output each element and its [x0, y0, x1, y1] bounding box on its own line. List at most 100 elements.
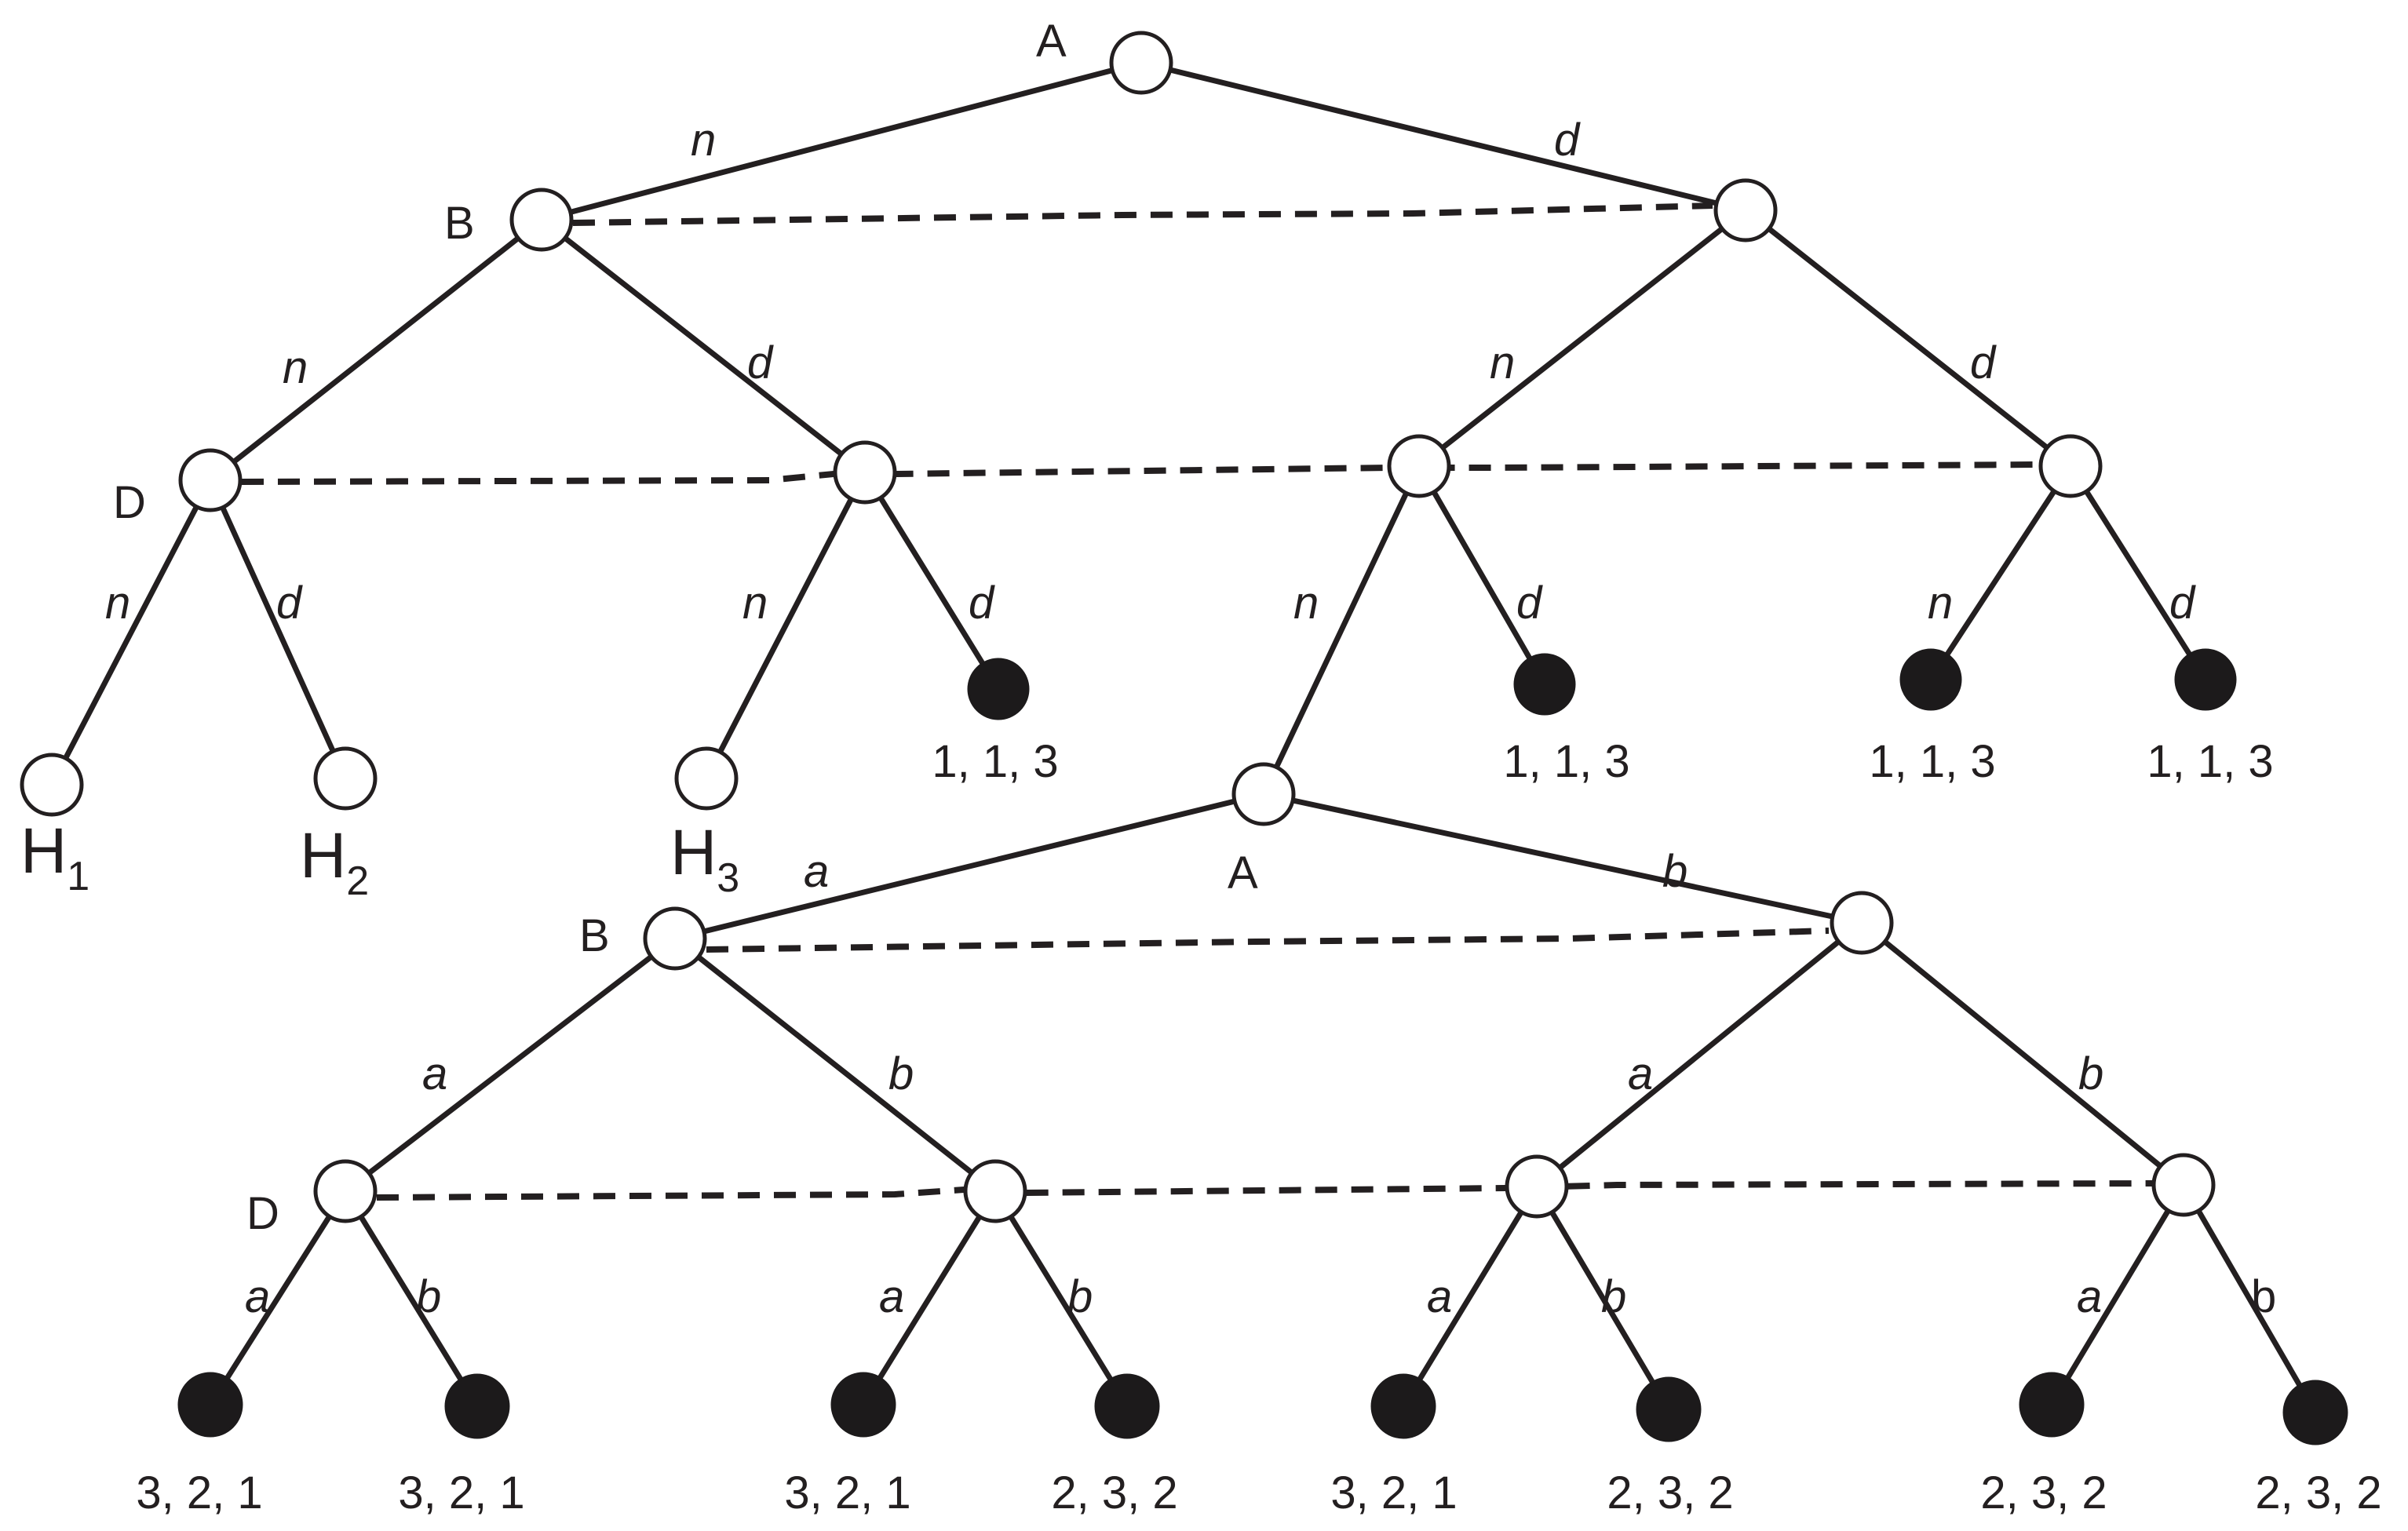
sub-edge-Bright-D3	[1534, 920, 1865, 1190]
top-game-edges	[49, 60, 2209, 797]
sub-edge-D3-t6	[1534, 1183, 1672, 1413]
sub-terminal-node-2	[444, 1373, 510, 1439]
payoff-label: 1, 1, 3	[932, 736, 1058, 787]
sub-player-label-A: A	[1228, 848, 1258, 899]
sub-terminal-node-3	[830, 1372, 896, 1438]
sub-edge-D4-t8	[2180, 1182, 2319, 1416]
edge-D-H1	[49, 477, 213, 788]
move-label-d: d	[1554, 115, 1581, 166]
top-game-player-labels: A B D	[113, 16, 1067, 528]
sub-edge-D2-t4	[992, 1188, 1130, 1409]
node-D-3	[1387, 434, 1451, 498]
sub-edge-D4-t7	[2049, 1182, 2187, 1408]
edge-B-D2	[538, 217, 868, 476]
sub-move-label-b: b	[416, 1271, 441, 1322]
sub-payoff-label: 3, 2, 1	[136, 1467, 262, 1518]
sub-edge-Bright-D4	[1859, 920, 2187, 1188]
player-label-A: A	[1036, 16, 1067, 67]
sub-payoff-label: 3, 2, 1	[784, 1467, 910, 1518]
top-game-move-labels: n d n d n d n d n d n d n d	[105, 115, 2196, 629]
player-label-D: D	[113, 477, 146, 528]
sub-move-label-b: b	[1662, 846, 1687, 897]
terminal-node-4	[2174, 648, 2237, 711]
sub-player-label-D: D	[246, 1188, 279, 1239]
move-label-d: d	[969, 578, 995, 629]
sub-node-D-2	[963, 1159, 1027, 1223]
move-label-n: n	[742, 578, 768, 629]
sub-node-A-root	[1231, 762, 1296, 826]
edge-D3-subroot	[1261, 463, 1422, 797]
info-set-B	[572, 202, 1713, 226]
sub-move-label-a: a	[804, 846, 829, 897]
move-label-n: n	[1928, 578, 1953, 629]
history-label-H1: H1	[20, 815, 89, 899]
sub-payoff-label: 2, 3, 2	[1980, 1467, 2107, 1518]
node-D-1	[178, 448, 243, 512]
edge-B-D	[207, 217, 545, 483]
sub-move-label-b: b	[888, 1048, 914, 1099]
sub-edge-D3-t5	[1400, 1183, 1540, 1409]
top-game-info-sets	[241, 202, 2040, 485]
sub-move-label-a: a	[2077, 1271, 2102, 1322]
sub-player-label-B: B	[579, 910, 610, 961]
node-B-left	[509, 188, 574, 252]
edge-D2-term1	[862, 469, 1002, 692]
move-label-d: d	[1516, 578, 1543, 629]
sub-move-label-b: b	[1067, 1271, 1093, 1322]
history-label-H3: H3	[670, 817, 739, 901]
sub-payoff-label: 3, 2, 1	[398, 1467, 524, 1518]
node-H1	[20, 753, 84, 817]
sub-terminal-node-8	[2282, 1380, 2348, 1445]
node-H3	[674, 746, 739, 811]
sub-info-set-B	[706, 928, 1830, 953]
sub-info-set-D	[376, 1180, 2153, 1201]
top-game-nodes	[20, 31, 2237, 817]
edge-A-Bright	[1138, 60, 1749, 213]
sub-edge-D1-t2	[342, 1188, 480, 1409]
sub-node-D-4	[2151, 1153, 2216, 1217]
sub-payoff-label: 3, 2, 1	[1330, 1467, 1457, 1518]
edge-D-H2	[207, 477, 348, 782]
sub-game-edges	[207, 791, 2319, 1416]
sub-move-label-a: a	[879, 1271, 904, 1322]
sub-payoff-label: 2, 3, 2	[2255, 1467, 2381, 1518]
sub-payoff-label: 2, 3, 2	[1607, 1467, 1733, 1518]
edge-D2-H3	[703, 469, 868, 782]
sub-move-label-b: b	[1601, 1271, 1626, 1322]
sub-game-player-labels: A B D	[246, 848, 1258, 1239]
edge-D4-term3	[1928, 463, 2074, 683]
sub-payoff-label: 2, 3, 2	[1051, 1467, 1177, 1518]
move-label-d: d	[276, 578, 303, 629]
sub-node-D-1	[313, 1159, 378, 1223]
edge-D3-term2	[1416, 463, 1548, 687]
move-label-d: d	[1970, 337, 1997, 388]
sub-game-nodes	[177, 762, 2348, 1445]
sub-node-B-right	[1830, 891, 1894, 955]
node-H2	[313, 746, 378, 811]
move-label-n: n	[691, 115, 716, 166]
sub-terminal-node-6	[1636, 1376, 1702, 1442]
sub-move-label-b: b	[2078, 1048, 2103, 1099]
player-label-B: B	[444, 198, 475, 249]
top-game-payoffs: 1, 1, 3 1, 1, 3 1, 1, 3 1, 1, 3	[932, 736, 2273, 787]
sub-terminal-node-1	[177, 1372, 243, 1438]
sub-edge-D2-t3	[860, 1188, 998, 1408]
sub-node-D-3	[1505, 1154, 1569, 1219]
edge-Bright-D3	[1416, 207, 1749, 469]
move-label-n: n	[1490, 337, 1515, 388]
sub-terminal-node-5	[1370, 1373, 1436, 1439]
history-label-H2: H2	[300, 820, 369, 904]
sub-terminal-node-4	[1094, 1373, 1160, 1439]
history-labels: H1 H2 H3	[20, 815, 739, 904]
payoff-label: 1, 1, 3	[1503, 736, 1629, 787]
sub-edge-A-Bright	[1261, 791, 1865, 926]
sub-game-move-labels: a b a b a b a b a b a b a b	[245, 846, 2276, 1322]
sub-edge-A-B	[672, 791, 1267, 942]
node-A-root	[1109, 31, 1173, 95]
sub-game-info-sets	[376, 928, 2153, 1201]
sub-edge-D1-t1	[207, 1188, 348, 1408]
terminal-node-2	[1513, 653, 1576, 716]
sub-edge-B-D2	[672, 935, 998, 1194]
payoff-label: 1, 1, 3	[1869, 736, 1995, 787]
